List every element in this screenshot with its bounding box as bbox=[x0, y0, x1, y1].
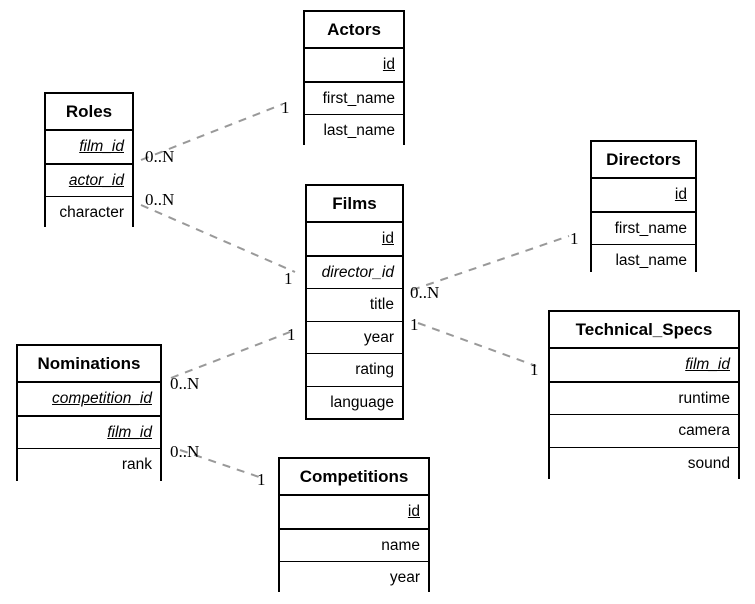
attribute-nominations-competition_id[interactable]: competition_id bbox=[18, 383, 160, 417]
attribute-films-rating[interactable]: rating bbox=[307, 354, 402, 387]
cardinality-label-roles-films-from: 0..N bbox=[145, 190, 175, 209]
attribute-actors-id[interactable]: id bbox=[305, 49, 403, 83]
attribute-nominations-film_id[interactable]: film_id bbox=[18, 416, 160, 449]
attribute-roles-actor_id[interactable]: actor_id bbox=[46, 164, 132, 197]
attribute-actors-first_name[interactable]: first_name bbox=[305, 82, 403, 115]
cardinality-label-films-technical_specs-from: 1 bbox=[410, 315, 419, 334]
relationship-line-nominations-films bbox=[170, 331, 291, 379]
entity-title-technical_specs: Technical_Specs bbox=[550, 312, 738, 349]
attribute-films-title[interactable]: title bbox=[307, 289, 402, 322]
entity-title-roles: Roles bbox=[46, 94, 132, 131]
attribute-actors-last_name[interactable]: last_name bbox=[305, 115, 403, 147]
entity-title-nominations: Nominations bbox=[18, 346, 160, 383]
attribute-technical_specs-runtime[interactable]: runtime bbox=[550, 382, 738, 415]
cardinality-label-nominations-films-to: 1 bbox=[287, 325, 296, 344]
cardinality-label-films-technical_specs-to: 1 bbox=[530, 360, 539, 379]
attribute-competitions-year[interactable]: year bbox=[280, 562, 428, 594]
attribute-films-year[interactable]: year bbox=[307, 321, 402, 354]
attribute-technical_specs-film_id[interactable]: film_id bbox=[550, 349, 738, 383]
attribute-roles-film_id[interactable]: film_id bbox=[46, 131, 132, 165]
cardinality-label-roles-actors-to: 1 bbox=[281, 98, 290, 117]
attribute-films-language[interactable]: language bbox=[307, 386, 402, 418]
relationship-line-films-directors bbox=[411, 235, 570, 291]
entity-title-actors: Actors bbox=[305, 12, 403, 49]
attribute-technical_specs-sound[interactable]: sound bbox=[550, 447, 738, 479]
cardinality-label-nominations-competitions-from: 0..N bbox=[170, 442, 200, 461]
relationship-line-roles-films bbox=[140, 204, 296, 273]
attribute-competitions-name[interactable]: name bbox=[280, 529, 428, 562]
relationship-line-films-technical_specs bbox=[417, 322, 537, 367]
cardinality-label-roles-films-to: 1 bbox=[284, 269, 293, 288]
cardinality-label-roles-actors-from: 0..N bbox=[145, 147, 175, 166]
cardinality-label-films-directors-from: 0..N bbox=[410, 283, 440, 302]
cardinality-label-films-directors-to: 1 bbox=[570, 229, 579, 248]
entity-title-films: Films bbox=[307, 186, 402, 223]
attribute-nominations-rank[interactable]: rank bbox=[18, 449, 160, 481]
attribute-films-director_id[interactable]: director_id bbox=[307, 256, 402, 289]
attribute-directors-first_name[interactable]: first_name bbox=[592, 212, 695, 245]
cardinality-label-nominations-competitions-to: 1 bbox=[257, 470, 266, 489]
attribute-directors-last_name[interactable]: last_name bbox=[592, 245, 695, 277]
attribute-directors-id[interactable]: id bbox=[592, 179, 695, 213]
entity-title-directors: Directors bbox=[592, 142, 695, 179]
entity-title-competitions: Competitions bbox=[280, 459, 428, 496]
attribute-roles-character[interactable]: character bbox=[46, 197, 132, 229]
cardinality-label-nominations-films-from: 0..N bbox=[170, 374, 200, 393]
attribute-technical_specs-camera[interactable]: camera bbox=[550, 415, 738, 448]
attribute-competitions-id[interactable]: id bbox=[280, 496, 428, 530]
attribute-films-id[interactable]: id bbox=[307, 223, 402, 257]
